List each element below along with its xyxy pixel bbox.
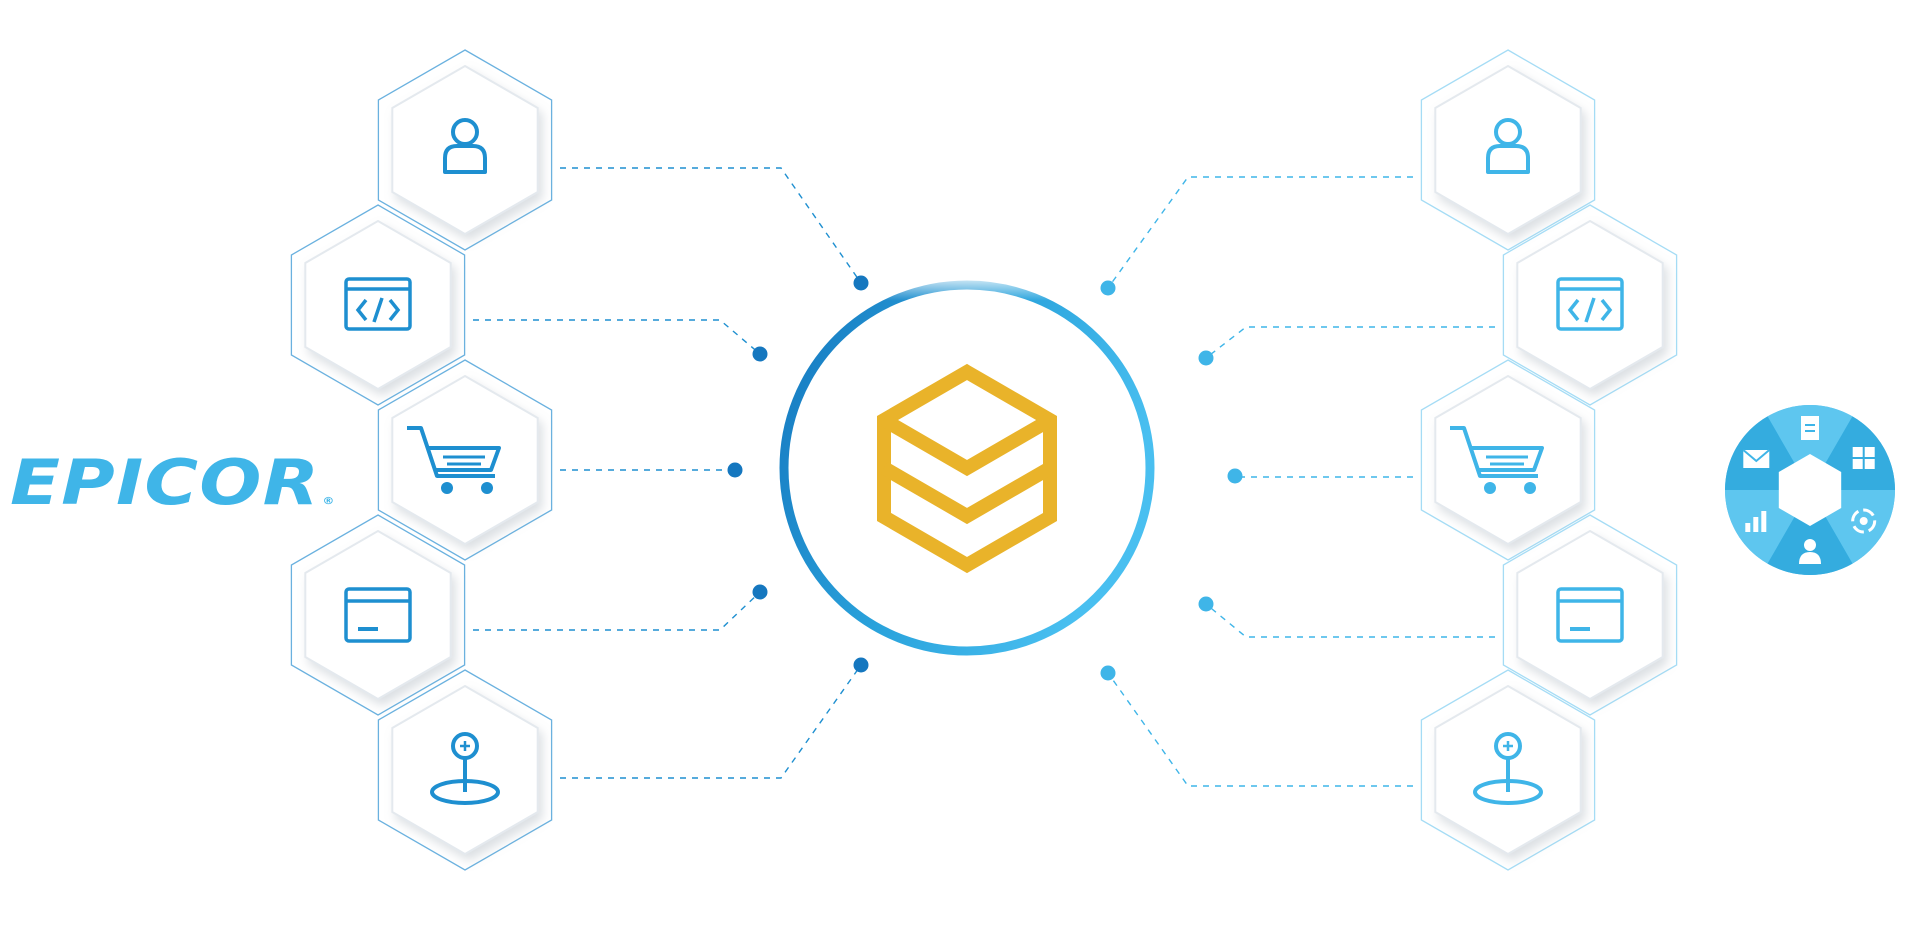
app-wheel-segment [1767,490,1853,575]
right-hex-2 [1502,204,1678,406]
user-icon [443,118,487,174]
right-connector-dot [1100,280,1116,296]
right-connector-dot [1198,596,1214,612]
left-hex-1 [377,49,553,251]
right-hex-4 [1502,514,1678,716]
right-connector-5 [1100,665,1413,787]
stacked-layers-icon [877,363,1057,574]
left-connector-5 [560,657,869,779]
brand-logo: EPICOR® [10,452,335,514]
brand-name: EPICOR [10,446,321,519]
shopping-cart-icon [407,426,501,494]
right-hex-1 [1420,49,1596,251]
left-connector-dot [853,657,869,673]
right-connector-2 [1198,326,1495,366]
right-connector-dot [1227,468,1243,484]
hex-columns [290,49,1678,871]
code-window-icon [1556,277,1624,331]
invoice-icon [1801,416,1819,440]
left-hex-4 [290,514,466,716]
card-window-icon [344,587,412,643]
left-connector-dot [853,275,869,291]
right-connector-3 [1227,468,1413,484]
user-icon [1799,539,1821,564]
right-hex-5 [1420,669,1596,871]
location-pin-icon [430,732,500,805]
calculator-icon [1852,447,1875,469]
app-wheel-center [1778,454,1842,526]
bar-chart-icon [1745,511,1767,532]
app-wheel-segment [1767,405,1853,490]
connector-lines [473,167,1495,787]
left-hex-5 [377,669,553,871]
location-pin-icon [1473,732,1543,805]
center-hub [779,272,1155,656]
card-window-icon [1556,587,1624,643]
right-connector-1 [1100,176,1413,296]
right-connector-dot [1198,350,1214,366]
mail-icon [1742,449,1770,468]
left-connector-2 [473,319,768,362]
app-wheel [1725,405,1895,575]
left-connector-1 [560,167,869,291]
left-connector-dot [752,584,768,600]
user-icon [1486,118,1530,174]
left-connector-3 [560,462,743,478]
right-connector-4 [1198,596,1495,638]
right-hex-3 [1420,359,1596,561]
left-connector-dot [752,346,768,362]
shopping-cart-icon [1450,426,1544,494]
left-connector-4 [473,584,768,631]
code-window-icon [344,277,412,331]
brand-registered-mark: ® [322,496,336,507]
hub-ring-highlight [830,272,1110,360]
sync-gear-icon [1851,508,1877,534]
left-connector-dot [727,462,743,478]
right-connector-dot [1100,665,1116,681]
left-hex-2 [290,204,466,406]
left-hex-3 [377,359,553,561]
